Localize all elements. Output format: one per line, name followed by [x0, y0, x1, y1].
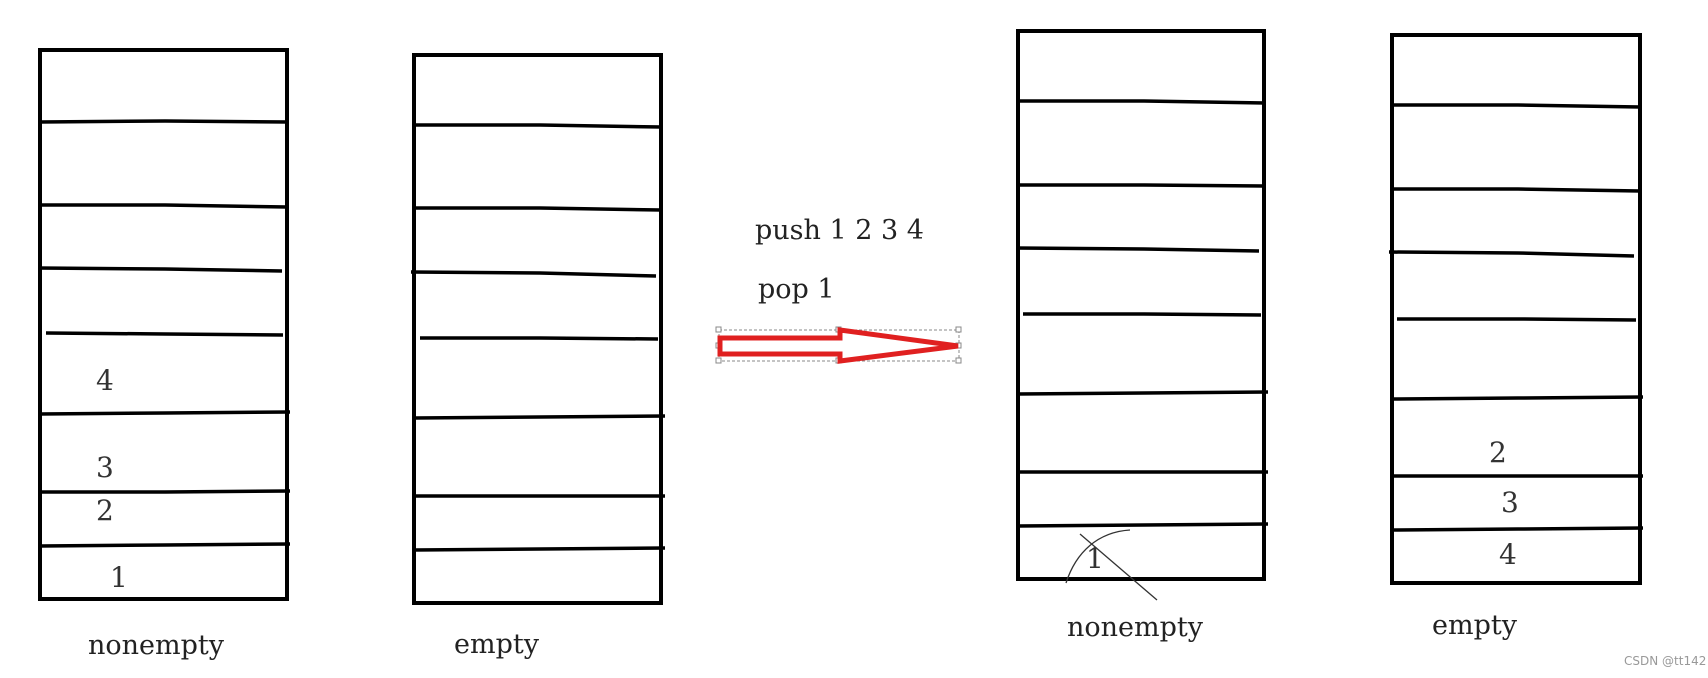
stack-dividers: [1015, 99, 1269, 528]
popped-strike-mark: [1065, 529, 1158, 601]
stack-frame: [1016, 29, 1266, 581]
stack-label: empty: [454, 629, 540, 660]
pop-operation: pop 1: [758, 274, 835, 305]
stack-label: nonempty: [88, 630, 225, 661]
stack-label: nonempty: [1067, 612, 1204, 643]
cell-value: 4: [1499, 538, 1517, 571]
stack-nonempty-before: 4 3 2 1 nonempty: [37, 48, 291, 661]
cell-value: 2: [96, 494, 114, 527]
stack-empty-after: 2 3 4 empty: [1388, 33, 1644, 641]
cell-value: 2: [1489, 436, 1507, 469]
stack-frame: [1390, 33, 1642, 585]
cell-value: 3: [1501, 486, 1519, 519]
push-operation: push 1 2 3 4: [755, 215, 924, 246]
watermark: CSDN @tt142: [1624, 654, 1706, 668]
stack-dividers: [1388, 103, 1644, 532]
stack-dividers: [37, 119, 291, 548]
cell-value: 3: [96, 451, 114, 484]
red-arrow-shape: [717, 327, 959, 364]
operations: push 1 2 3 4 pop 1: [755, 215, 924, 305]
cell-value: 4: [96, 364, 114, 397]
stack-nonempty-after: 1 nonempty: [1015, 29, 1269, 643]
stack-frame: [412, 53, 663, 605]
stack-label: empty: [1432, 610, 1518, 641]
stack-dividers: [410, 123, 666, 552]
transition-arrow: [715, 326, 962, 364]
stack-empty-before: empty: [410, 53, 666, 660]
stack-frame: [38, 48, 289, 601]
cell-value: 1: [110, 561, 128, 594]
